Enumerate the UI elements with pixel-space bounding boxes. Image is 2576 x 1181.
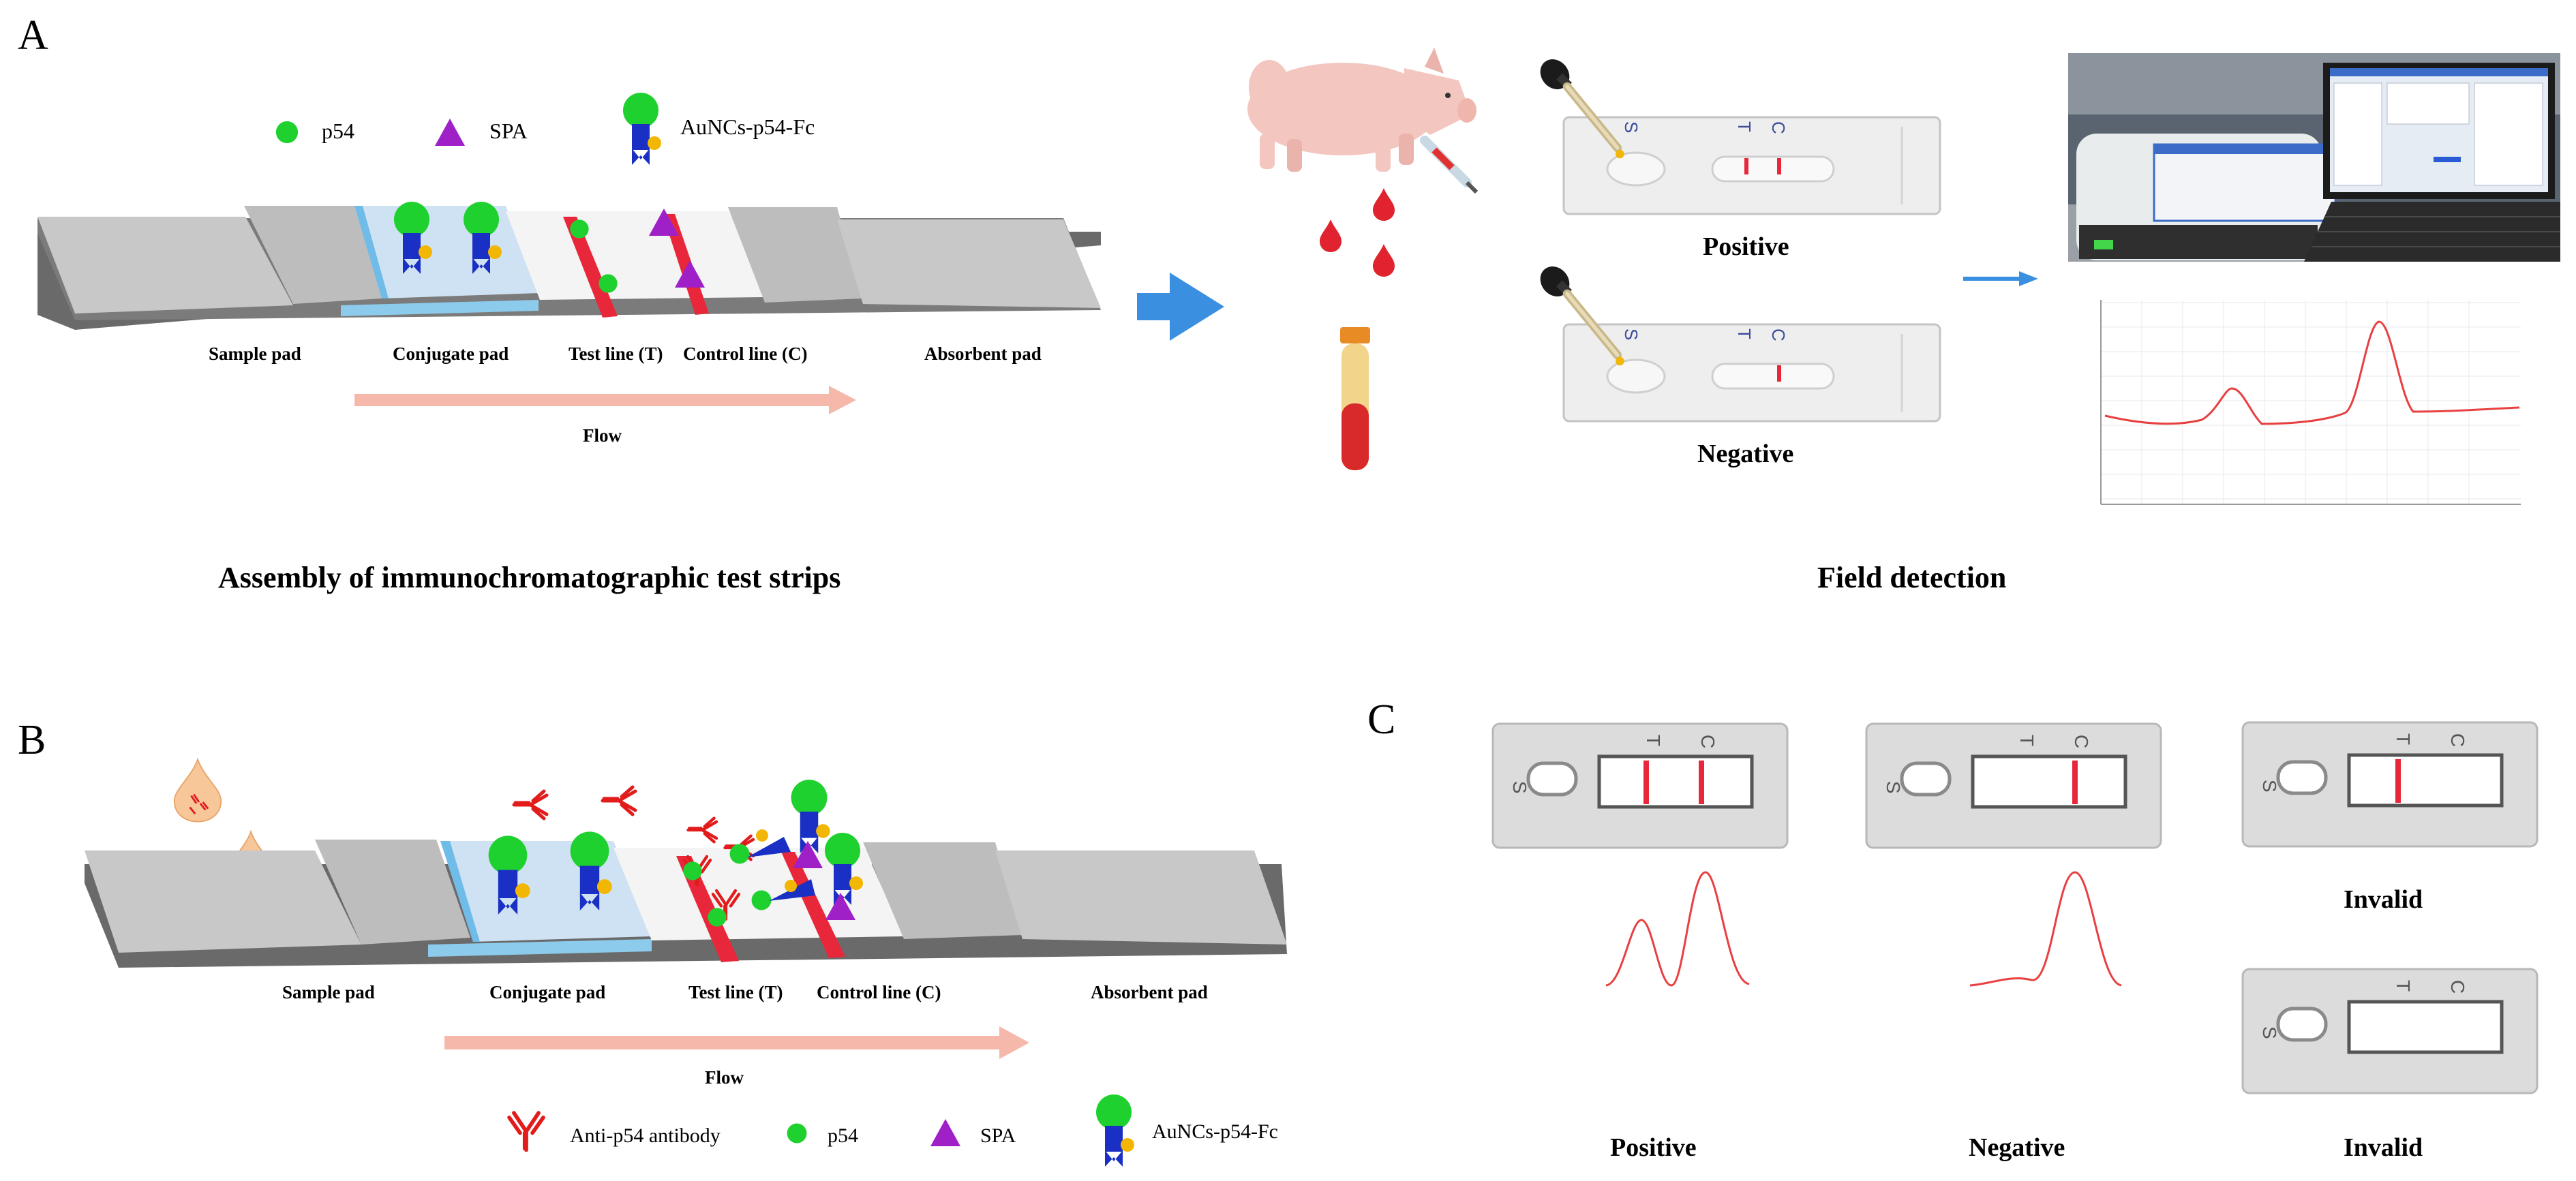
blood-tube-icon [1340, 327, 1370, 470]
cassette-invalid-2: S T C [2243, 969, 2537, 1093]
absorbent-pad-b [995, 850, 1287, 945]
panel-b-letter: B [18, 717, 46, 763]
cassette-t-label: T [1643, 735, 1664, 746]
cassette-t-label: T [2393, 980, 2414, 992]
test-line-b [676, 856, 739, 962]
antibody-legend-icon [509, 1113, 543, 1150]
field-heading: Field detection [1817, 561, 2006, 594]
field-positive-label: Positive [1703, 232, 1789, 261]
cassette-c-label: C [2447, 980, 2468, 994]
legend-a-p54: p54 [322, 119, 354, 143]
spa-legend-icon [435, 119, 465, 146]
cassette-s-label: S [1883, 781, 1904, 794]
panel-a-letter: A [18, 12, 48, 59]
field-negative-label: Negative [1697, 440, 1793, 468]
strip-b-test-line: Test line (T) [688, 982, 783, 1002]
field-cassette-positive: S T C [1534, 53, 1941, 215]
strip-a-control-line: Control line (C) [683, 343, 808, 364]
legend-b-probe: AuNCs-p54-Fc [1152, 1120, 1278, 1143]
panel-c-letter: C [1367, 696, 1395, 743]
legend-b-spa: SPA [980, 1124, 1016, 1147]
membrane-a [506, 211, 765, 300]
negative-curve [1969, 871, 2122, 987]
antibody-icon [603, 787, 635, 814]
blood-drops [1320, 188, 1395, 277]
field-cassette-negative: S T C [1534, 260, 1941, 423]
legend-a-spa: SPA [489, 119, 528, 143]
strip-b-flow: Flow [705, 1067, 744, 1088]
control-line-b [781, 852, 845, 958]
antibody-icon [688, 818, 716, 842]
pig-illustration [1247, 48, 1476, 172]
test-strip-a [37, 202, 1101, 330]
p54-icon [708, 908, 727, 927]
panel-c-invalid-2-label: Invalid [2344, 1133, 2423, 1162]
panel-c-invalid-1-label: Invalid [2344, 885, 2423, 914]
panel-c-negative-label: Negative [1969, 1133, 2065, 1162]
cassette-c-label: C [1768, 328, 1789, 341]
cassette-s-label: S [1509, 781, 1530, 794]
strip-a-absorbent-pad: Absorbent pad [924, 343, 1042, 364]
syringe-icon [1420, 136, 1479, 194]
legend-a-probe: AuNCs-p54-Fc [680, 114, 815, 139]
cassette-invalid-1: S T C [2243, 722, 2537, 846]
strip-a-conjugate-pad: Conjugate pad [393, 343, 509, 364]
cassette-s-label: S [1621, 328, 1641, 340]
legend-b-antibody: Anti-p54 antibody [570, 1124, 721, 1147]
cassette-s-label: S [1621, 121, 1641, 133]
test-strip-b [85, 780, 1287, 968]
p54-icon [598, 274, 618, 293]
legend-b-p54: p54 [828, 1124, 858, 1147]
legend-b: Anti-p54 antibody p54 SPA AuNCs-p54-Fc [509, 1094, 1278, 1167]
flow-arrow-a [354, 386, 856, 414]
strip-a-flow: Flow [583, 425, 622, 446]
positive-curve [1605, 871, 1750, 987]
p54-icon [729, 844, 750, 864]
arrow-to-field [1137, 273, 1224, 341]
panel-c-positive-label: Positive [1610, 1133, 1697, 1162]
strip-a-test-line: Test line (T) [569, 343, 663, 364]
cassette-s-label: S [2259, 780, 2280, 793]
cassette-positive: S T C [1493, 724, 1787, 848]
cassette-t-label: T [1734, 328, 1755, 339]
cassette-s-label: S [2259, 1026, 2280, 1039]
cassette-t-label: T [1734, 121, 1755, 132]
strip-b-control-line: Control line (C) [817, 982, 941, 1002]
p54-icon [570, 219, 589, 239]
arrow-to-reader [1963, 271, 2038, 286]
p54-icon [683, 861, 702, 880]
p54-legend-icon [275, 121, 299, 144]
cassette-negative: S T C [1866, 724, 2161, 848]
cassette-t-label: T [2393, 733, 2414, 745]
spa-legend-icon [930, 1119, 960, 1146]
strip-a-sample-pad: Sample pad [209, 343, 301, 364]
p54-icon [751, 890, 772, 910]
strip-b-conjugate-pad: Conjugate pad [489, 982, 605, 1002]
flow-arrow-b [444, 1026, 1029, 1059]
cassette-c-label: C [1697, 735, 1718, 748]
test-line-a [563, 217, 618, 318]
strip-b-absorbent-pad: Absorbent pad [1091, 982, 1208, 1002]
probe-legend-icon [1096, 1094, 1134, 1167]
probe-legend-icon [623, 93, 661, 165]
control-line-a [663, 214, 709, 315]
p54-legend-icon [787, 1123, 807, 1144]
cassette-c-label: C [2071, 735, 2092, 748]
legend-a: p54 SPA AuNCs-p54-Fc [275, 93, 815, 165]
assembly-heading: Assembly of immunochromatographic test s… [218, 561, 840, 594]
strip-b-sample-pad: Sample pad [282, 982, 375, 1002]
probe-icon [791, 780, 830, 853]
cassette-t-label: T [2016, 735, 2037, 746]
antibody-icon [514, 791, 547, 818]
absorbent-pad-a [837, 219, 1101, 308]
cassette-c-label: C [1768, 121, 1789, 134]
signal-chart [2074, 290, 2521, 508]
cassette-c-label: C [2447, 733, 2468, 747]
sample-drop-icon [173, 758, 222, 823]
reader-photo [2068, 53, 2560, 262]
